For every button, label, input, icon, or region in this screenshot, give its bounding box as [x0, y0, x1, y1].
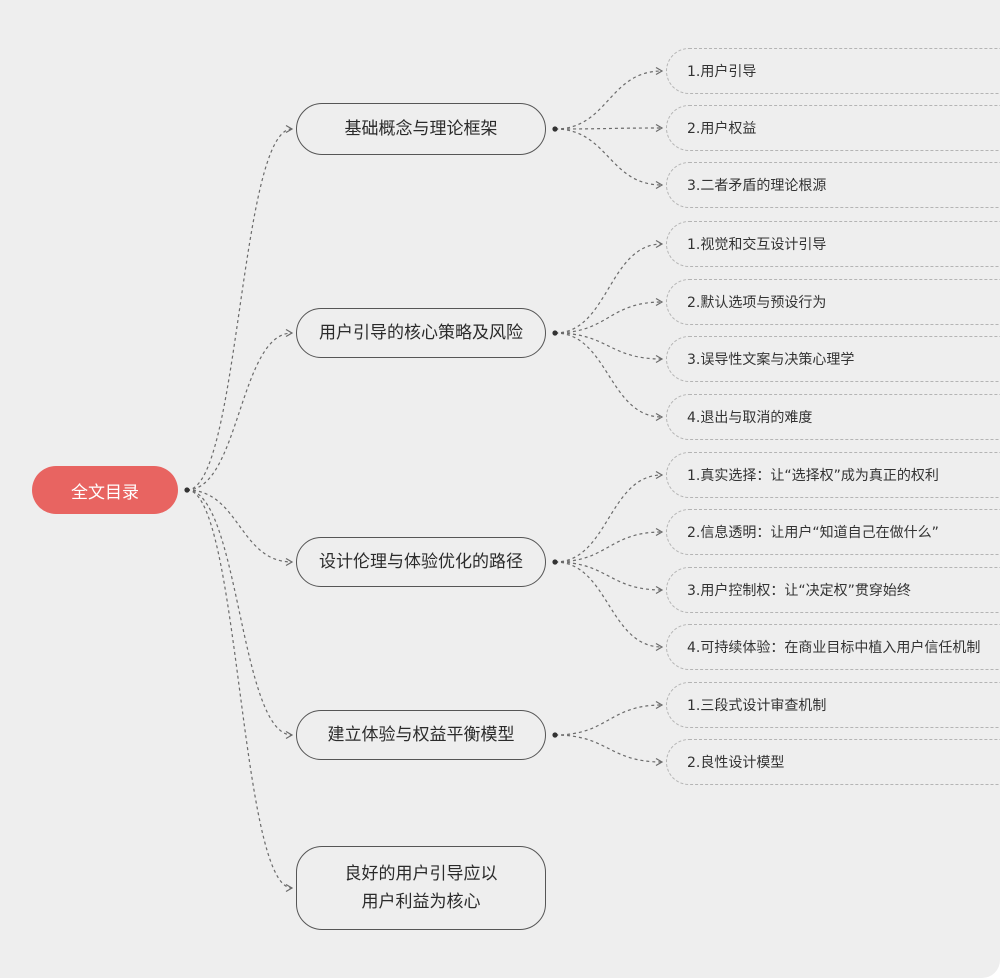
connector-dot [552, 732, 558, 738]
connector-line [186, 128, 293, 491]
connector-line [554, 70, 663, 130]
section-label-5: 良好的用户引导应以 用户利益为核心 [344, 864, 498, 912]
subtopic-label: 2.默认选项与预设行为 [687, 295, 827, 311]
subtopic-label: 4.可持续体验：在商业目标中植入用户信任机制 [687, 640, 981, 656]
subtopic-node[interactable]: 2.良性设计模型 [666, 739, 1000, 785]
arrowhead [655, 585, 664, 595]
arrowhead [655, 700, 664, 710]
arrowhead [285, 557, 294, 567]
connector-line [186, 489, 293, 563]
arrowhead [655, 239, 664, 249]
connector-line [186, 489, 293, 736]
connector-line [186, 332, 293, 491]
subtopic-label: 1.三段式设计审查机制 [687, 698, 827, 714]
connector-line [554, 474, 663, 563]
connector-line [554, 301, 663, 334]
root-label: 全文目录 [71, 482, 139, 503]
connector-dot [552, 559, 558, 565]
subtopic-label: 2.良性设计模型 [687, 755, 785, 771]
connector-line [554, 332, 663, 360]
subtopic-node[interactable]: 4.可持续体验：在商业目标中植入用户信任机制 [666, 624, 1000, 670]
connector-line [186, 489, 293, 889]
section-node-3[interactable]: 设计伦理与体验优化的路径 [296, 537, 546, 587]
connector-line [554, 704, 663, 736]
subtopic-label: 2.信息透明：让用户“知道自己在做什么” [687, 525, 939, 541]
connector-line [554, 531, 663, 563]
arrowhead [655, 180, 664, 190]
connector-line [554, 243, 663, 334]
connector-dot [552, 126, 558, 132]
arrowhead [285, 883, 294, 893]
subtopic-node[interactable]: 4.退出与取消的难度 [666, 394, 1000, 440]
section-label-2: 用户引导的核心策略及风险 [319, 323, 523, 343]
arrowhead [655, 757, 664, 767]
connector-dot [184, 487, 190, 493]
arrowhead [285, 730, 294, 740]
section-label-4: 建立体验与权益平衡模型 [327, 725, 515, 745]
subtopic-label: 3.误导性文案与决策心理学 [687, 352, 855, 368]
connector-line [554, 561, 663, 591]
subtopic-node[interactable]: 3.二者矛盾的理论根源 [666, 162, 1000, 208]
subtopic-label: 3.用户控制权：让“决定权”贯穿始终 [687, 583, 911, 599]
section-node-1[interactable]: 基础概念与理论框架 [296, 103, 546, 155]
connector-line [554, 561, 663, 648]
connector-dot [552, 330, 558, 336]
subtopic-label: 2.用户权益 [687, 121, 757, 137]
section-node-2[interactable]: 用户引导的核心策略及风险 [296, 308, 546, 358]
arrowhead [285, 124, 294, 134]
arrowhead [655, 470, 664, 480]
root-node[interactable]: 全文目录 [32, 466, 178, 514]
connector-line [554, 734, 663, 763]
subtopic-label: 1.用户引导 [687, 64, 757, 80]
arrowhead [655, 123, 664, 133]
section-label-1: 基础概念与理论框架 [344, 119, 498, 139]
arrowhead [655, 354, 664, 364]
subtopic-label: 1.真实选择：让“选择权”成为真正的权利 [687, 468, 939, 484]
section-node-5[interactable]: 良好的用户引导应以 用户利益为核心 [296, 846, 546, 930]
section-node-4[interactable]: 建立体验与权益平衡模型 [296, 710, 546, 760]
arrowhead [285, 328, 294, 338]
arrowhead [655, 527, 664, 537]
subtopic-node[interactable]: 2.用户权益 [666, 105, 1000, 151]
arrowhead [655, 66, 664, 76]
subtopic-node[interactable]: 3.误导性文案与决策心理学 [666, 336, 1000, 382]
connector-line [554, 127, 663, 130]
arrowhead [655, 297, 664, 307]
subtopic-node[interactable]: 3.用户控制权：让“决定权”贯穿始终 [666, 567, 1000, 613]
connector-line [554, 128, 663, 186]
subtopic-node[interactable]: 2.信息透明：让用户“知道自己在做什么” [666, 509, 1000, 555]
subtopic-label: 3.二者矛盾的理论根源 [687, 178, 827, 194]
arrowhead [655, 642, 664, 652]
subtopic-node[interactable]: 1.视觉和交互设计引导 [666, 221, 1000, 267]
subtopic-label: 4.退出与取消的难度 [687, 410, 813, 426]
section-label-3: 设计伦理与体验优化的路径 [319, 552, 523, 572]
subtopic-node[interactable]: 1.用户引导 [666, 48, 1000, 94]
subtopic-node[interactable]: 1.三段式设计审查机制 [666, 682, 1000, 728]
subtopic-node[interactable]: 1.真实选择：让“选择权”成为真正的权利 [666, 452, 1000, 498]
subtopic-label: 1.视觉和交互设计引导 [687, 237, 827, 253]
arrowhead [655, 412, 664, 422]
subtopic-node[interactable]: 2.默认选项与预设行为 [666, 279, 1000, 325]
